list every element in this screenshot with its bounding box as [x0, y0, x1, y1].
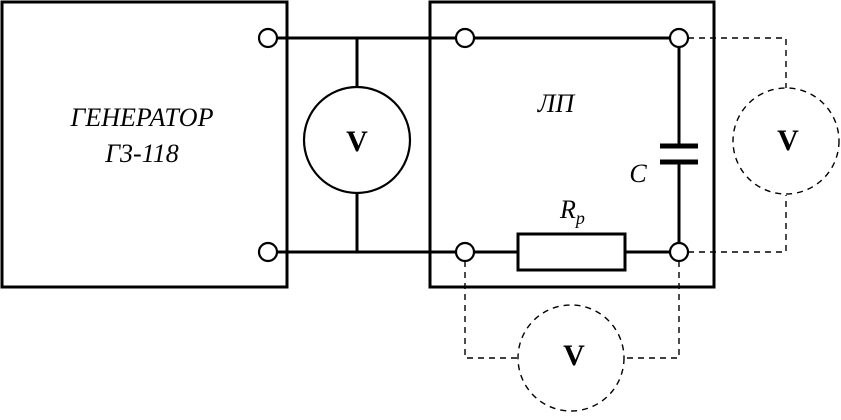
bottom-meter-dashed-lead-left [464, 261, 518, 359]
line-input-terminal-bottom [454, 241, 476, 263]
line-block-label: ЛП [537, 89, 577, 118]
center-voltmeter [302, 85, 412, 195]
line-output-terminal-bottom [668, 241, 690, 263]
right-voltmeter [732, 87, 840, 195]
resistor-label-main: R [559, 195, 576, 224]
generator-box [0, 0, 289, 289]
capacitor-label: C [629, 159, 647, 188]
right-meter-dashed-lead-bottom [688, 195, 787, 253]
resistor-label: Rр [559, 195, 585, 228]
center-voltmeter-label: V [346, 125, 368, 158]
generator-name-label: ГЕНЕРАТОР [70, 103, 214, 132]
line-output-terminal-top [668, 27, 690, 49]
bottom-meter-dashed-lead-right [625, 261, 680, 359]
resistor [516, 232, 627, 272]
generator-terminal-bottom [257, 241, 279, 263]
right-voltmeter-label: V [777, 124, 799, 157]
line-input-terminal-top [454, 27, 476, 49]
generator-model-label: Г3-118 [104, 139, 179, 168]
resistor-label-sub: р [574, 208, 585, 228]
bottom-voltmeter [517, 304, 625, 412]
bottom-voltmeter-label: V [563, 339, 585, 372]
generator-terminal-top [257, 27, 279, 49]
